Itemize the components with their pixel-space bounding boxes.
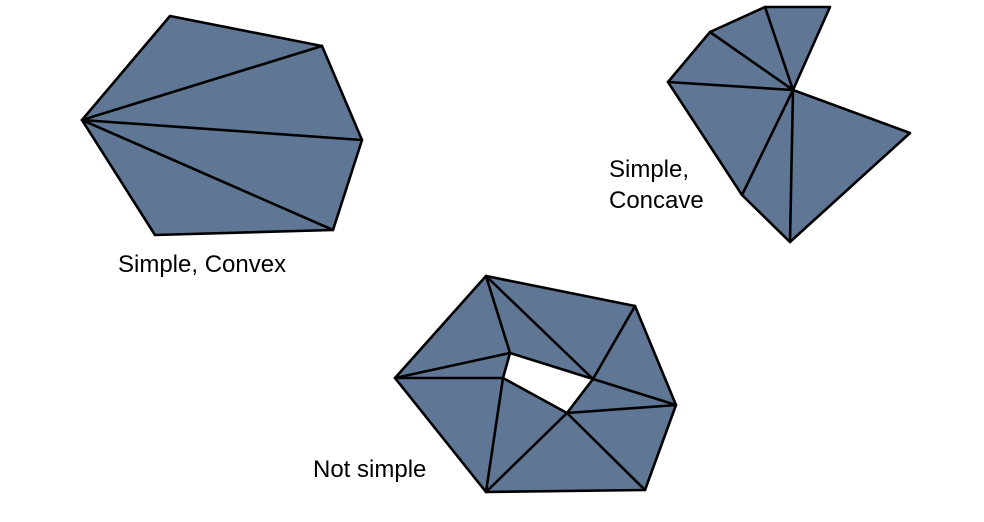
not-simple-diagonal	[484, 274, 595, 381]
convex-label: Simple, Convex	[118, 251, 287, 278]
not-simple-diagonal	[565, 411, 647, 492]
not-simple-diagonal	[591, 304, 637, 381]
convex-polygon	[80, 14, 364, 237]
concave-polygon	[666, 5, 912, 244]
concave-diagonal	[763, 5, 795, 92]
concave-label-line2: Concave	[609, 187, 704, 214]
not-simple-diagonal	[484, 274, 512, 355]
convex-polygon-shape	[80, 14, 364, 237]
concave-polygon-shape	[666, 5, 912, 244]
concave-label-line1: Simple,	[609, 156, 690, 183]
convex-diagonal	[80, 118, 364, 142]
convex-diagonal	[80, 118, 335, 232]
not-simple-diagonal	[565, 403, 678, 415]
concave-diagonal	[788, 88, 795, 244]
not-simple-label: Not simple	[313, 456, 427, 483]
not-simple-polygon	[393, 274, 678, 494]
not-simple-diagonal	[393, 351, 512, 380]
convex-diagonal	[80, 44, 324, 122]
not-simple-diagonal	[591, 377, 678, 407]
concave-diagonal	[708, 30, 795, 92]
concave-diagonal	[740, 88, 795, 197]
concave-diagonal	[666, 80, 795, 92]
not-simple-diagonal	[484, 411, 569, 494]
not-simple-diagonal	[484, 376, 505, 494]
